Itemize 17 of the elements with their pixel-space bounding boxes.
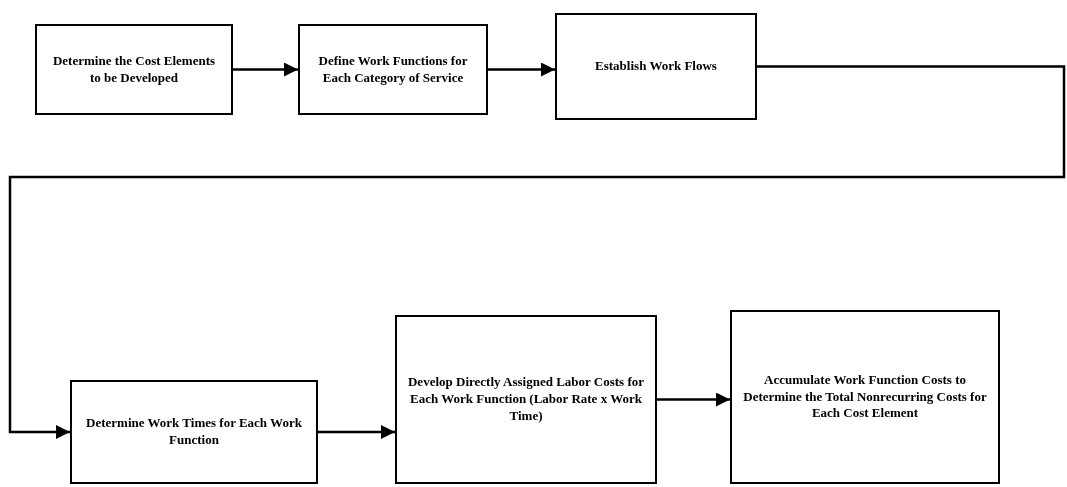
arrow: [657, 392, 730, 407]
process-box: [555, 13, 757, 120]
arrow: [8, 65, 1066, 439]
arrow: [233, 62, 298, 77]
process-box: [730, 310, 1000, 484]
arrow: [318, 425, 395, 439]
step-text: Accumulate Work Function Costs to Determine the Total Nonrecurring Costs for Each Cost Element: [742, 371, 988, 423]
process-box: [35, 24, 233, 115]
step-text: Determine the Cost Elements to be Developed: [51, 52, 217, 87]
process-box: [70, 380, 318, 484]
step-text: Develop Directly Assigned Labor Costs for Each Work Function (Labor Rate x Work Time): [406, 374, 645, 425]
step-text: Define Work Functions for Each Category of Service: [317, 52, 469, 87]
process-box: [395, 315, 657, 484]
arrow: [488, 62, 555, 77]
process-box: [298, 24, 488, 115]
step-text: Establish Work Flows: [594, 58, 718, 75]
step-text: Determine Work Times for Each Work Function: [85, 415, 303, 449]
